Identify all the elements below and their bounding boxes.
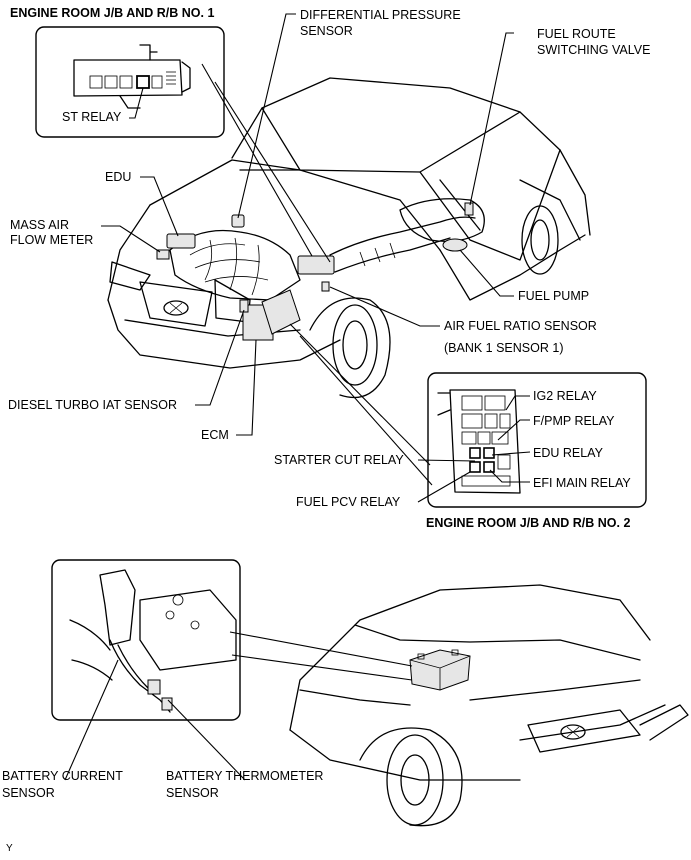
label-st-relay: ST RELAY: [62, 110, 122, 124]
label-fuel-route-2: SWITCHING VALVE: [537, 43, 650, 57]
junction-block-1: [297, 255, 335, 275]
differential-pressure-sensor: [231, 214, 245, 228]
label-fpmp-relay: F/PMP RELAY: [533, 414, 615, 428]
label-ecm: ECM: [201, 428, 229, 442]
inset-jb1: [35, 26, 225, 138]
label-af-sensor-2: (BANK 1 SENSOR 1): [444, 341, 563, 355]
label-turbo-iat: DIESEL TURBO IAT SENSOR: [8, 398, 177, 412]
turbo-iat-sensor: [239, 299, 249, 313]
lower-car-illustration: [289, 584, 689, 827]
label-diff-pressure-2: SENSOR: [300, 24, 353, 38]
label-battery-thermo: BATTERY THERMOMETER: [166, 769, 323, 783]
label-fuel-pcv-relay: FUEL PCV RELAY: [296, 495, 401, 509]
label-fuel-route: FUEL ROUTE: [537, 27, 616, 41]
air-fuel-ratio-sensor: [321, 281, 330, 292]
battery-thermometer-sensor: [161, 697, 173, 711]
title-jb1: ENGINE ROOM J/B AND R/B NO. 1: [10, 6, 214, 20]
inset-battery: [51, 559, 241, 721]
title-jb2: ENGINE ROOM J/B AND R/B NO. 2: [426, 516, 630, 530]
edu-unit: [166, 233, 196, 249]
label-starter-cut-relay: STARTER CUT RELAY: [274, 453, 404, 467]
label-ig2-relay: IG2 RELAY: [533, 389, 597, 403]
upper-car-illustration: [107, 77, 591, 399]
label-af-sensor: AIR FUEL RATIO SENSOR: [444, 319, 597, 333]
label-battery-thermo-2: SENSOR: [166, 786, 219, 800]
label-battery-current-2: SENSOR: [2, 786, 55, 800]
label-efi-main-relay: EFI MAIN RELAY: [533, 476, 631, 490]
label-edu: EDU: [105, 170, 131, 184]
inset-jb2: [417, 372, 647, 508]
label-maf: MASS AIR: [10, 218, 69, 232]
label-fuel-pump: FUEL PUMP: [518, 289, 589, 303]
battery-current-sensor: [147, 679, 161, 695]
mass-air-flow-meter: [156, 249, 170, 260]
fuel-route-valve: [464, 202, 474, 216]
fuel-pump: [442, 238, 468, 252]
label-battery-current: BATTERY CURRENT: [2, 769, 123, 783]
label-diff-pressure: DIFFERENTIAL PRESSURE: [300, 8, 461, 22]
junction-block-2: [261, 289, 301, 335]
label-edu-relay: EDU RELAY: [533, 446, 604, 460]
corner-mark: Y: [6, 843, 13, 854]
label-maf-2: FLOW METER: [10, 233, 93, 247]
